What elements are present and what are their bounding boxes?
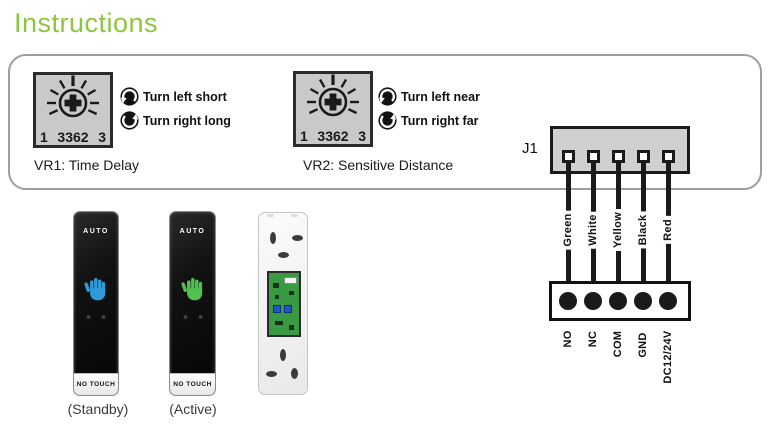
terminal-contact <box>584 292 602 310</box>
connector-pin <box>662 150 675 163</box>
wire-label: White <box>587 211 599 249</box>
j1-connector-label: J1 <box>522 140 538 157</box>
rotate-ccw-icon <box>378 87 397 106</box>
mounting-notch <box>267 214 274 217</box>
vr2-turn-left-label: Turn left near <box>401 89 480 104</box>
vr2-turn-left-row: Turn left near <box>378 87 480 106</box>
terminal-contact <box>609 292 627 310</box>
vr2-dial-icon: 1 3362 3 <box>293 71 373 147</box>
sensor-dots <box>183 315 202 319</box>
auto-label: AUTO <box>179 228 206 235</box>
wire-label: Black <box>637 211 649 249</box>
circuit-board <box>267 271 301 337</box>
hand-icon <box>84 275 108 306</box>
connector-pin <box>562 150 575 163</box>
vr1-turn-left-label: Turn left short <box>143 89 227 104</box>
terminal-label-nc: NC <box>587 330 599 348</box>
vr2-label: VR2: Sensitive Distance <box>303 157 454 173</box>
caption-active: (Active) <box>169 401 217 417</box>
terminal-contact <box>559 292 577 310</box>
page-title: Instructions <box>14 8 159 38</box>
vr1-dial-model: 3362 <box>57 129 88 145</box>
caption-standby: (Standby) <box>67 401 129 417</box>
terminal-label-com: COM <box>612 330 624 358</box>
rotate-cw-icon <box>120 111 139 130</box>
terminal-contact <box>659 292 677 310</box>
mounting-hole <box>291 368 298 379</box>
terminal-contact <box>634 292 652 310</box>
connector-pin <box>587 150 600 163</box>
no-touch-label: NO TOUCH <box>170 373 215 395</box>
terminal-label-no: NO <box>562 330 574 348</box>
connector-pin <box>612 150 625 163</box>
vr2-turn-right-label: Turn right far <box>401 113 479 128</box>
vr1-turn-right-label: Turn right long <box>143 113 231 128</box>
trimpot-vr2 <box>284 305 292 313</box>
auto-label: AUTO <box>83 228 109 235</box>
wire-label: Yellow <box>612 208 624 252</box>
connector-pin <box>637 150 650 163</box>
vr2-turn-right-row: Turn right far <box>378 111 479 130</box>
vr2-dial-scale-right: 3 <box>358 128 366 144</box>
no-touch-label: NO TOUCH <box>74 373 118 395</box>
hand-icon <box>180 275 204 306</box>
vr2-dial-model: 3362 <box>317 128 348 144</box>
vr1-dial-scale-left: 1 <box>40 129 48 145</box>
product-panel-active: AUTO NO TOUCH <box>170 212 215 395</box>
vr1-dial-scale-right: 3 <box>98 129 106 145</box>
rotate-ccw-icon <box>120 87 139 106</box>
vr2-dial-scale-left: 1 <box>300 128 308 144</box>
product-panel-standby: AUTO NO TOUCH <box>74 212 118 395</box>
wire-label: Green <box>562 210 574 250</box>
mounting-notch <box>291 214 298 217</box>
barcode-label <box>284 277 297 284</box>
vr1-turn-right-row: Turn right long <box>120 111 231 130</box>
mounting-hole <box>280 349 286 361</box>
vr1-dial-icon: 1 3362 3 <box>33 72 113 148</box>
terminal-label-power: DC12/24V <box>662 330 674 384</box>
sensor-dots <box>86 315 106 319</box>
wire-label: Red <box>662 216 674 244</box>
mounting-hole <box>270 232 276 244</box>
mounting-hole <box>278 252 289 258</box>
product-panel-rear <box>258 212 308 395</box>
terminal-label-gnd: GND <box>637 332 649 358</box>
mounting-hole <box>292 235 303 241</box>
mounting-hole <box>266 371 277 377</box>
trimpot-vr1 <box>273 305 281 313</box>
vr1-turn-left-row: Turn left short <box>120 87 227 106</box>
rotate-cw-icon <box>378 111 397 130</box>
vr1-label: VR1: Time Delay <box>34 157 140 173</box>
